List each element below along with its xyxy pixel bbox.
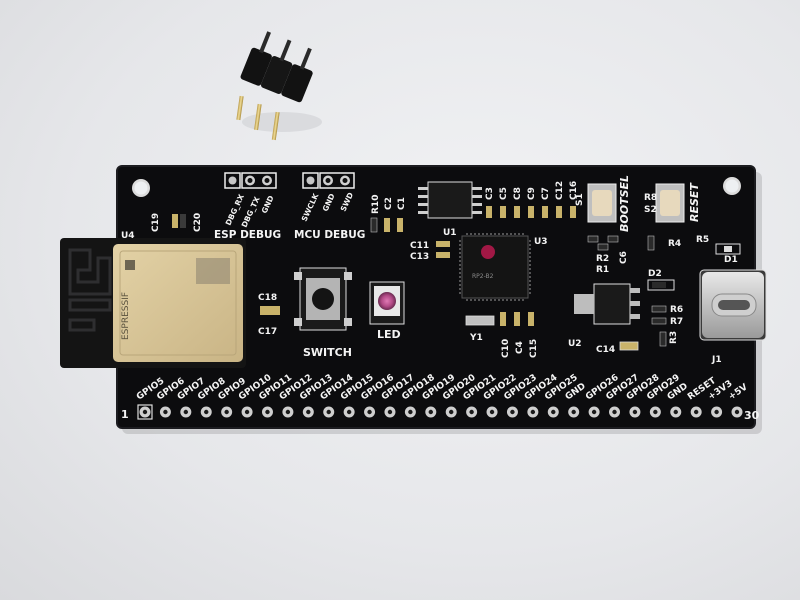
u2-label: U2 xyxy=(568,339,582,349)
pin-last-label: 30 xyxy=(744,409,760,422)
r3-label: R3 xyxy=(669,331,679,344)
u4-label: U4 xyxy=(121,231,135,241)
reset-button: R8 S2 RESET xyxy=(644,182,701,223)
c8-label: C8 xyxy=(513,187,523,200)
pin-hole-13 xyxy=(387,409,393,415)
c18-label: C18 xyxy=(258,293,277,303)
rgb-led: LED xyxy=(369,281,405,341)
pin-hole-16 xyxy=(449,409,454,415)
esp-debug-title: ESP DEBUG xyxy=(214,229,281,241)
pin-hole-1 xyxy=(142,409,148,415)
bootsel-button: S1 BOOTSEL xyxy=(575,175,631,232)
r5-label: R5 xyxy=(696,235,709,245)
c4-label: C4 xyxy=(515,341,525,354)
pin-hole-22 xyxy=(571,409,576,415)
pin-hole-27 xyxy=(673,409,678,415)
c14-label: C14 xyxy=(596,345,615,355)
pin-hole-12 xyxy=(367,409,372,415)
mounting-holes xyxy=(132,177,741,197)
c1-label: C1 xyxy=(397,197,407,210)
reset-button-label: RESET xyxy=(688,182,701,222)
d1-label: D1 xyxy=(724,255,738,265)
c10-label: C10 xyxy=(501,339,511,358)
pin-first-label: 1 xyxy=(121,408,129,421)
u3-label: U3 xyxy=(534,237,548,247)
pin-header-pads xyxy=(139,406,743,418)
rp2040-chip-u3: RP2-B2 U3 xyxy=(459,233,548,301)
pin-hole-5 xyxy=(224,409,229,415)
pin-hole-23 xyxy=(591,409,597,415)
pin-hole-14 xyxy=(408,409,413,415)
tactile-switch: SWITCH xyxy=(294,267,352,359)
pin-hole-2 xyxy=(163,409,168,415)
c2-label: C2 xyxy=(384,197,394,210)
switch-label: SWITCH xyxy=(303,346,352,359)
c9-label: C9 xyxy=(527,187,537,200)
pin-hole-15 xyxy=(428,409,433,415)
esp32-module: ESPRESSIF U4 xyxy=(60,231,246,368)
pin-hole-3 xyxy=(183,409,189,415)
c5-label: C5 xyxy=(499,187,509,200)
bootsel-label: BOOTSEL xyxy=(618,175,631,232)
pin-hole-7 xyxy=(265,409,270,415)
c16-label: C16 xyxy=(569,181,579,200)
c17-label: C17 xyxy=(258,327,277,337)
r10-label: R10 xyxy=(371,195,381,214)
pin-hole-19 xyxy=(510,409,515,415)
r7-label: R7 xyxy=(670,317,683,327)
flash-chip-u1: U1 xyxy=(418,181,482,238)
capacitor-row-top: C3 C5 C8 C9 C7 C12 C16 xyxy=(485,181,579,218)
pin-hole-29 xyxy=(714,409,719,415)
pin-hole-9 xyxy=(306,409,311,415)
c11-label: C11 xyxy=(410,241,429,251)
r6-label: R6 xyxy=(670,305,683,315)
r8-label: R8 xyxy=(644,193,657,203)
c20-label: C20 xyxy=(193,213,203,232)
mcu-debug-title: MCU DEBUG xyxy=(294,229,365,241)
pcb-board xyxy=(117,166,755,428)
j1-label: J1 xyxy=(711,355,722,365)
d2-label: D2 xyxy=(648,269,662,279)
regulator-u2: U2 xyxy=(568,283,640,349)
y1-label: Y1 xyxy=(469,333,483,343)
pin-hole-17 xyxy=(469,409,474,415)
r1-label: R1 xyxy=(596,265,609,275)
c19-label: C19 xyxy=(151,213,161,232)
s2-label: S2 xyxy=(644,205,657,215)
c15-label: C15 xyxy=(529,339,539,358)
c12-label: C12 xyxy=(555,181,565,200)
pin-hole-4 xyxy=(204,409,209,415)
c13-label: C13 xyxy=(410,252,429,262)
pin-hole-11 xyxy=(346,409,352,415)
pin-hole-8 xyxy=(285,409,291,415)
usb-c-connector: J1 xyxy=(699,269,767,365)
pin-hole-28 xyxy=(693,409,699,415)
pin-hole-6 xyxy=(244,409,250,415)
pin-hole-30 xyxy=(734,409,740,415)
r2-label: R2 xyxy=(596,254,609,264)
r4-label: R4 xyxy=(668,239,681,249)
c6-label: C6 xyxy=(619,251,629,264)
pin-hole-18 xyxy=(489,409,495,415)
loose-pin-header xyxy=(236,31,322,141)
s1-label: S1 xyxy=(575,193,585,206)
u1-label: U1 xyxy=(443,228,457,238)
mcu-marking: RP2-B2 xyxy=(472,273,494,280)
led-label: LED xyxy=(377,328,401,341)
pin-hole-26 xyxy=(653,409,658,415)
pin-hole-10 xyxy=(326,409,331,415)
pin-hole-21 xyxy=(551,409,556,415)
pin-hole-24 xyxy=(612,409,617,415)
module-brand-text: ESPRESSIF xyxy=(121,292,131,340)
c3-label: C3 xyxy=(485,187,495,200)
pin-hole-20 xyxy=(530,409,536,415)
c7-label: C7 xyxy=(541,187,551,200)
pin-hole-25 xyxy=(632,409,638,415)
